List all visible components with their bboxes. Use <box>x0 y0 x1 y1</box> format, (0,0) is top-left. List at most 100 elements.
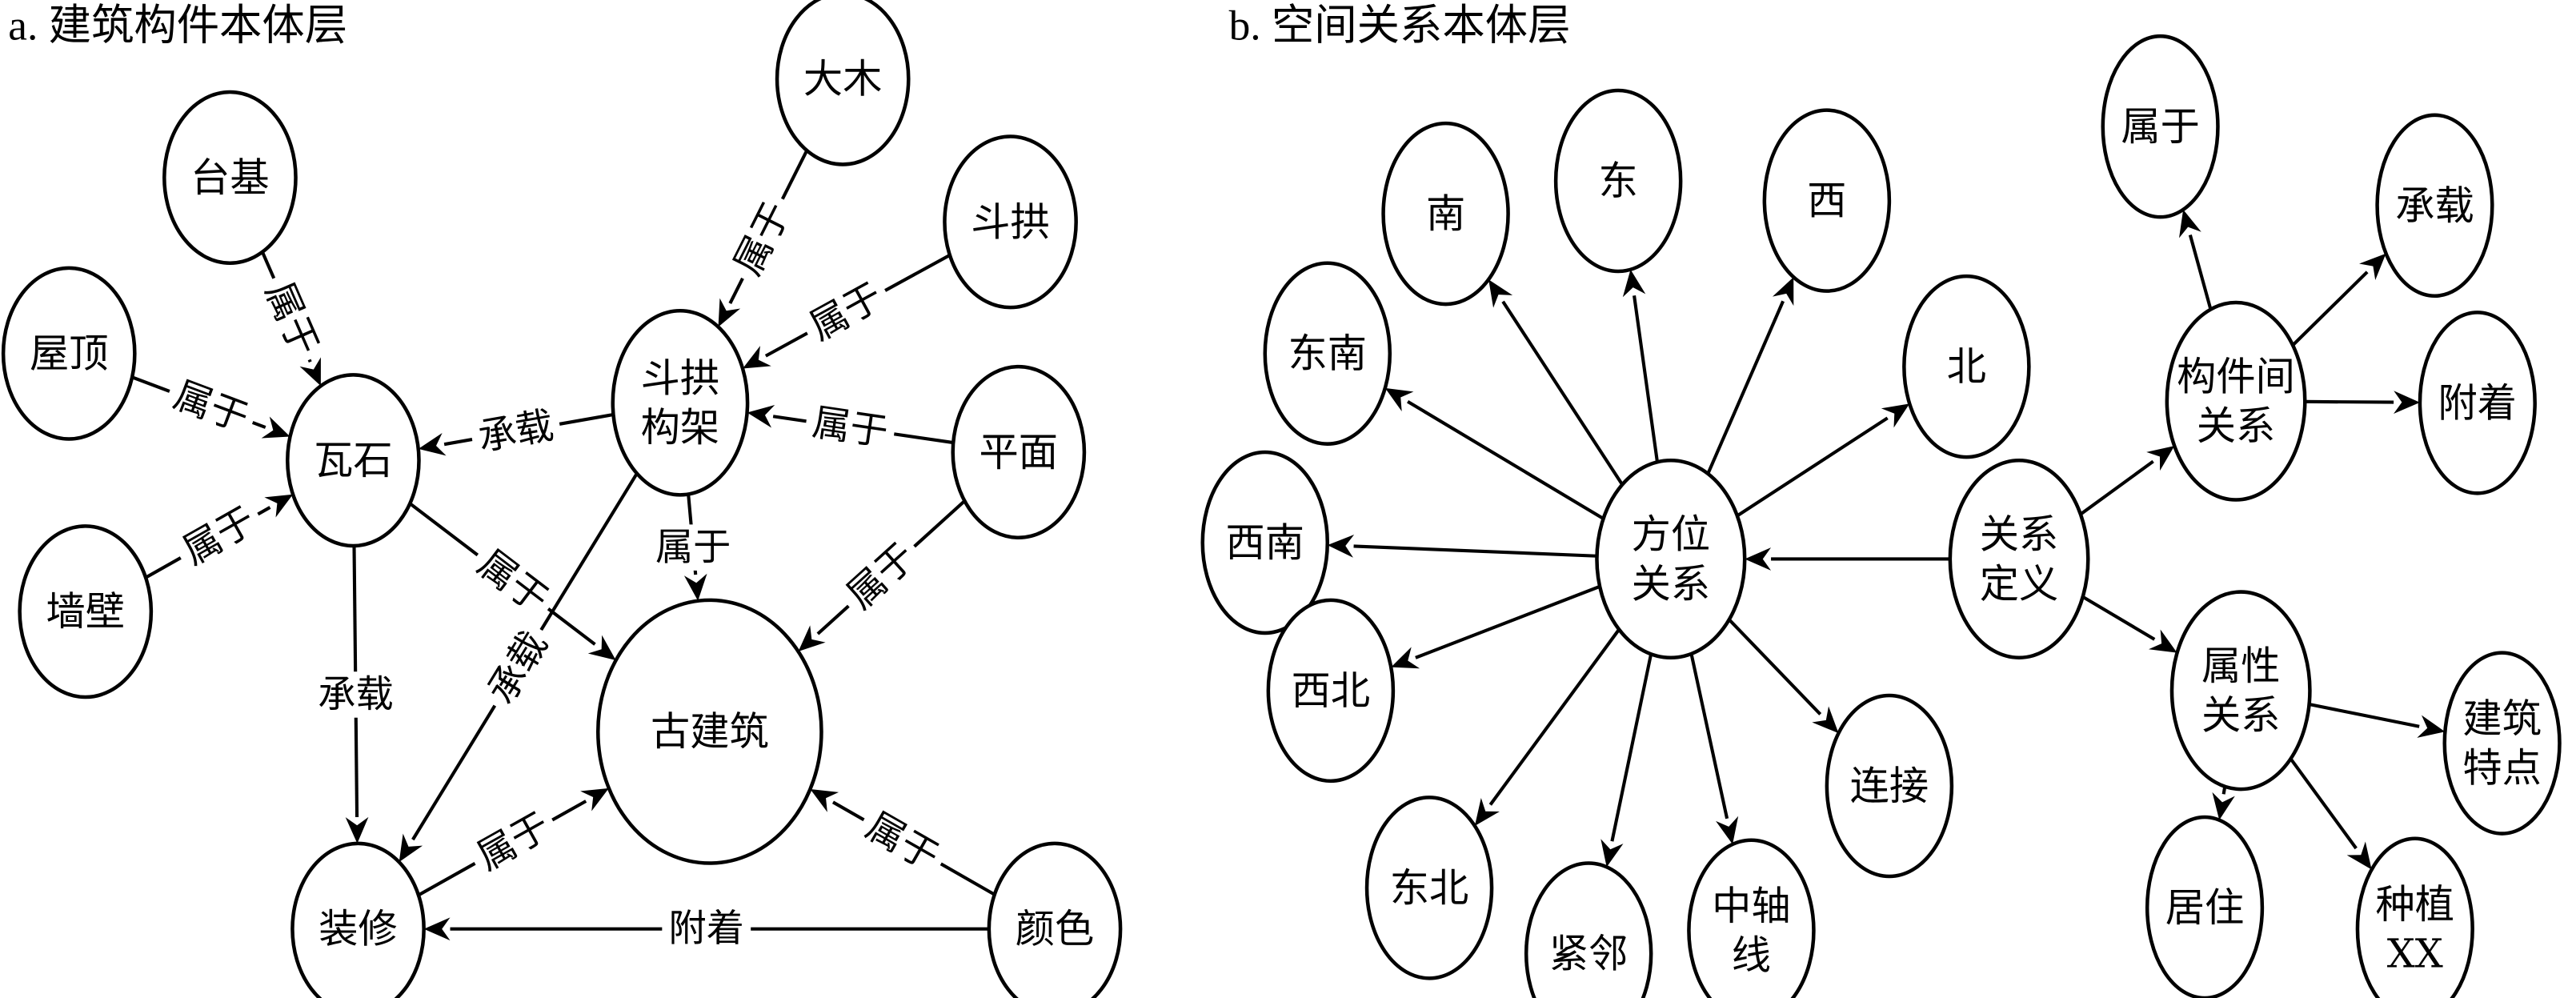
node-gujianzhu[interactable]: 古建筑 <box>596 598 823 865</box>
arrowhead-icon <box>1622 269 1646 298</box>
node-label: 台基 <box>190 154 269 201</box>
node-label: 居住 <box>2165 884 2244 931</box>
arrowhead-icon <box>2179 209 2201 238</box>
node-damu[interactable]: 大木 <box>775 0 911 166</box>
node-xibei[interactable]: 西北 <box>1266 598 1396 784</box>
node-chengzai[interactable]: 承载 <box>2375 113 2494 299</box>
node-label: 瓦石 <box>314 437 392 483</box>
node-label: 特点 <box>2462 744 2541 791</box>
node-label: 属性 <box>2201 643 2280 689</box>
node-washi[interactable]: 瓦石 <box>286 373 421 548</box>
node-label: 大木 <box>803 56 882 102</box>
node-pingmian[interactable]: 平面 <box>951 364 1087 540</box>
node-ellipse <box>1 266 137 441</box>
node-ellipse <box>2101 34 2220 219</box>
edge-label-bg <box>852 800 953 884</box>
arrowhead-icon <box>418 433 447 456</box>
node-label: 南 <box>1426 190 1465 237</box>
node-dong[interactable]: 东 <box>1553 88 1683 274</box>
node-zhuangxiu[interactable]: 装修 <box>290 841 426 998</box>
node-lianjie[interactable]: 连接 <box>1825 693 1954 879</box>
arrowhead-icon <box>2417 715 2446 738</box>
arrowhead-icon <box>399 833 423 863</box>
arrowhead-icon <box>261 416 290 439</box>
arrowhead-icon <box>587 635 616 660</box>
edge-label-bg <box>796 270 896 354</box>
node-label: 关系 <box>1980 511 2058 558</box>
node-ellipse <box>1263 261 1392 446</box>
node-ellipse <box>1762 108 1892 293</box>
node-label: 屋顶 <box>30 331 108 377</box>
edge-label: 属于 <box>252 269 331 369</box>
node-ellipse <box>1381 121 1510 307</box>
node-label: 种植 <box>2376 881 2454 928</box>
edge-goujianjian-to-chengzai <box>2291 271 2369 347</box>
arrowhead-icon <box>743 346 771 369</box>
node-label: 承载 <box>2395 182 2474 229</box>
arrowhead-icon <box>1745 547 1772 571</box>
node-nan[interactable]: 南 <box>1381 121 1510 307</box>
arrowhead-icon <box>683 573 707 601</box>
edge-label: 属于 <box>648 524 738 571</box>
edge-fangwei-to-lianjie <box>1728 618 1822 715</box>
node-bei[interactable]: 北 <box>1902 274 2031 459</box>
node-label: 斗拱 <box>971 198 1049 245</box>
node-xinan[interactable]: 西南 <box>1200 450 1330 635</box>
node-dougong[interactable]: 斗拱 <box>943 134 1078 310</box>
node-ellipse <box>1364 796 1494 980</box>
node-dongbei[interactable]: 东北 <box>1364 796 1494 980</box>
node-yanse[interactable]: 颜色 <box>987 841 1123 998</box>
node-label: 建筑 <box>2462 695 2541 742</box>
arrowhead-icon <box>580 788 609 812</box>
arrowhead-icon <box>810 788 839 812</box>
node-shuyu[interactable]: 属于 <box>2101 34 2220 219</box>
edge-fangwei-to-dongnan <box>1407 399 1604 520</box>
node-ellipse <box>1902 274 2031 459</box>
node-label: 装修 <box>318 906 397 952</box>
arrowhead-icon <box>2394 391 2420 414</box>
node-fuzhuo[interactable]: 附着 <box>2418 311 2537 495</box>
edge-label: 属于 <box>796 270 896 354</box>
node-wuding[interactable]: 屋顶 <box>1 266 137 441</box>
arrowhead-icon <box>1772 277 1794 307</box>
edge-label: 承载 <box>468 401 564 463</box>
arrowhead-icon <box>1391 647 1420 669</box>
node-ellipse <box>1687 838 1816 998</box>
panel-b-title: b. 空间关系本体层 <box>1229 1 1571 49</box>
node-label: 西 <box>1807 178 1846 224</box>
node-juzhu[interactable]: 居住 <box>2145 815 2265 998</box>
node-ellipse <box>611 309 750 497</box>
edge-label-bg <box>252 269 331 369</box>
arrowhead-icon <box>2359 253 2386 281</box>
node-label: 西北 <box>1292 667 1370 714</box>
node-qiangbi[interactable]: 墙壁 <box>18 524 154 699</box>
node-ellipse <box>596 598 823 865</box>
node-label: XX <box>2387 931 2443 977</box>
node-jinlin[interactable]: 紧邻 <box>1524 861 1653 998</box>
node-dongnan[interactable]: 东南 <box>1263 261 1392 446</box>
node-label: 北 <box>1947 343 1986 390</box>
node-xi[interactable]: 西 <box>1762 108 1892 293</box>
edge-shuxing-to-zhongzhi <box>2289 757 2358 850</box>
node-taiji[interactable]: 台基 <box>162 90 298 265</box>
edge-fangwei-to-xi <box>1706 300 1785 475</box>
edge-label-bg <box>161 370 261 444</box>
edge-shuxing-to-jianzhu_tedian <box>2309 703 2420 728</box>
edge-label: 属于 <box>852 800 953 884</box>
node-ellipse <box>1948 458 2090 660</box>
edge-label-bg <box>311 671 400 718</box>
edge-label-text: 附着 <box>669 907 744 951</box>
edge-label-text: 属于 <box>655 526 731 570</box>
arrowhead-icon <box>718 298 741 327</box>
arrowhead-icon <box>1600 839 1624 868</box>
node-label: 颜色 <box>1016 906 1094 952</box>
node-zhongzhou[interactable]: 中轴线 <box>1687 838 1816 998</box>
edge-guanxi_dingyi-to-shuxing <box>2081 595 2156 641</box>
